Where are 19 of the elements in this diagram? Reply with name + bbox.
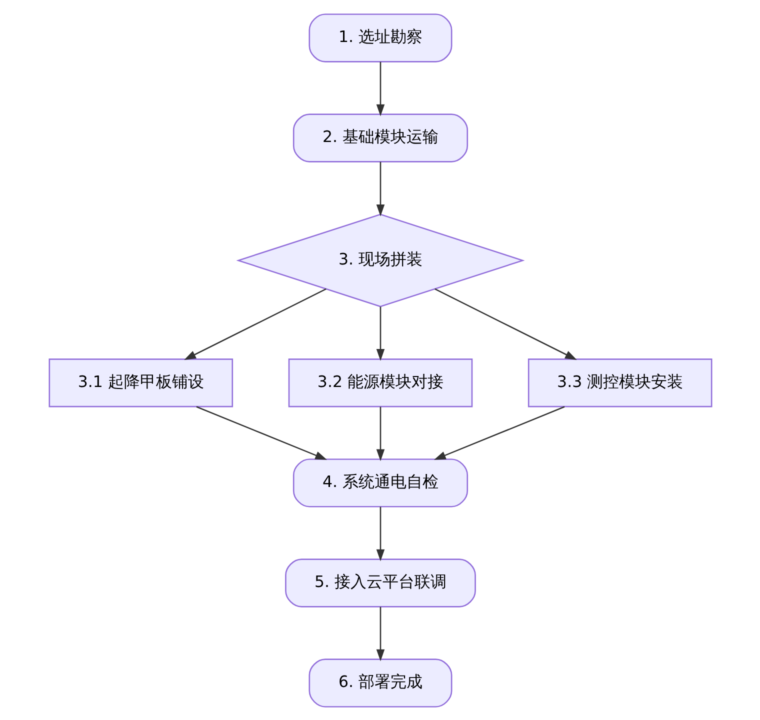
node-box: 5. 接入云平台联调 bbox=[284, 558, 476, 607]
arrow bbox=[376, 606, 384, 661]
arrow bbox=[196, 406, 327, 460]
arrow bbox=[376, 306, 384, 360]
node-box: 3.3 测控模块安装 bbox=[527, 358, 712, 407]
arrow bbox=[376, 506, 384, 561]
node-box: 3.1 起降甲板铺设 bbox=[48, 358, 233, 407]
arrow bbox=[184, 288, 326, 360]
arrow bbox=[376, 161, 384, 216]
arrow bbox=[433, 406, 564, 460]
node-box: 2. 基础模块运输 bbox=[292, 113, 468, 162]
arrow bbox=[376, 61, 384, 116]
node-box: 1. 选址勘察 bbox=[308, 13, 452, 62]
node-box: 4. 系统通电自检 bbox=[292, 458, 468, 507]
arrow bbox=[434, 288, 576, 360]
node-diamond: 3. 现场拼装 bbox=[236, 213, 524, 307]
arrow bbox=[376, 406, 384, 461]
node-box: 3.2 能源模块对接 bbox=[288, 358, 472, 407]
node-box: 6. 部署完成 bbox=[308, 658, 452, 707]
